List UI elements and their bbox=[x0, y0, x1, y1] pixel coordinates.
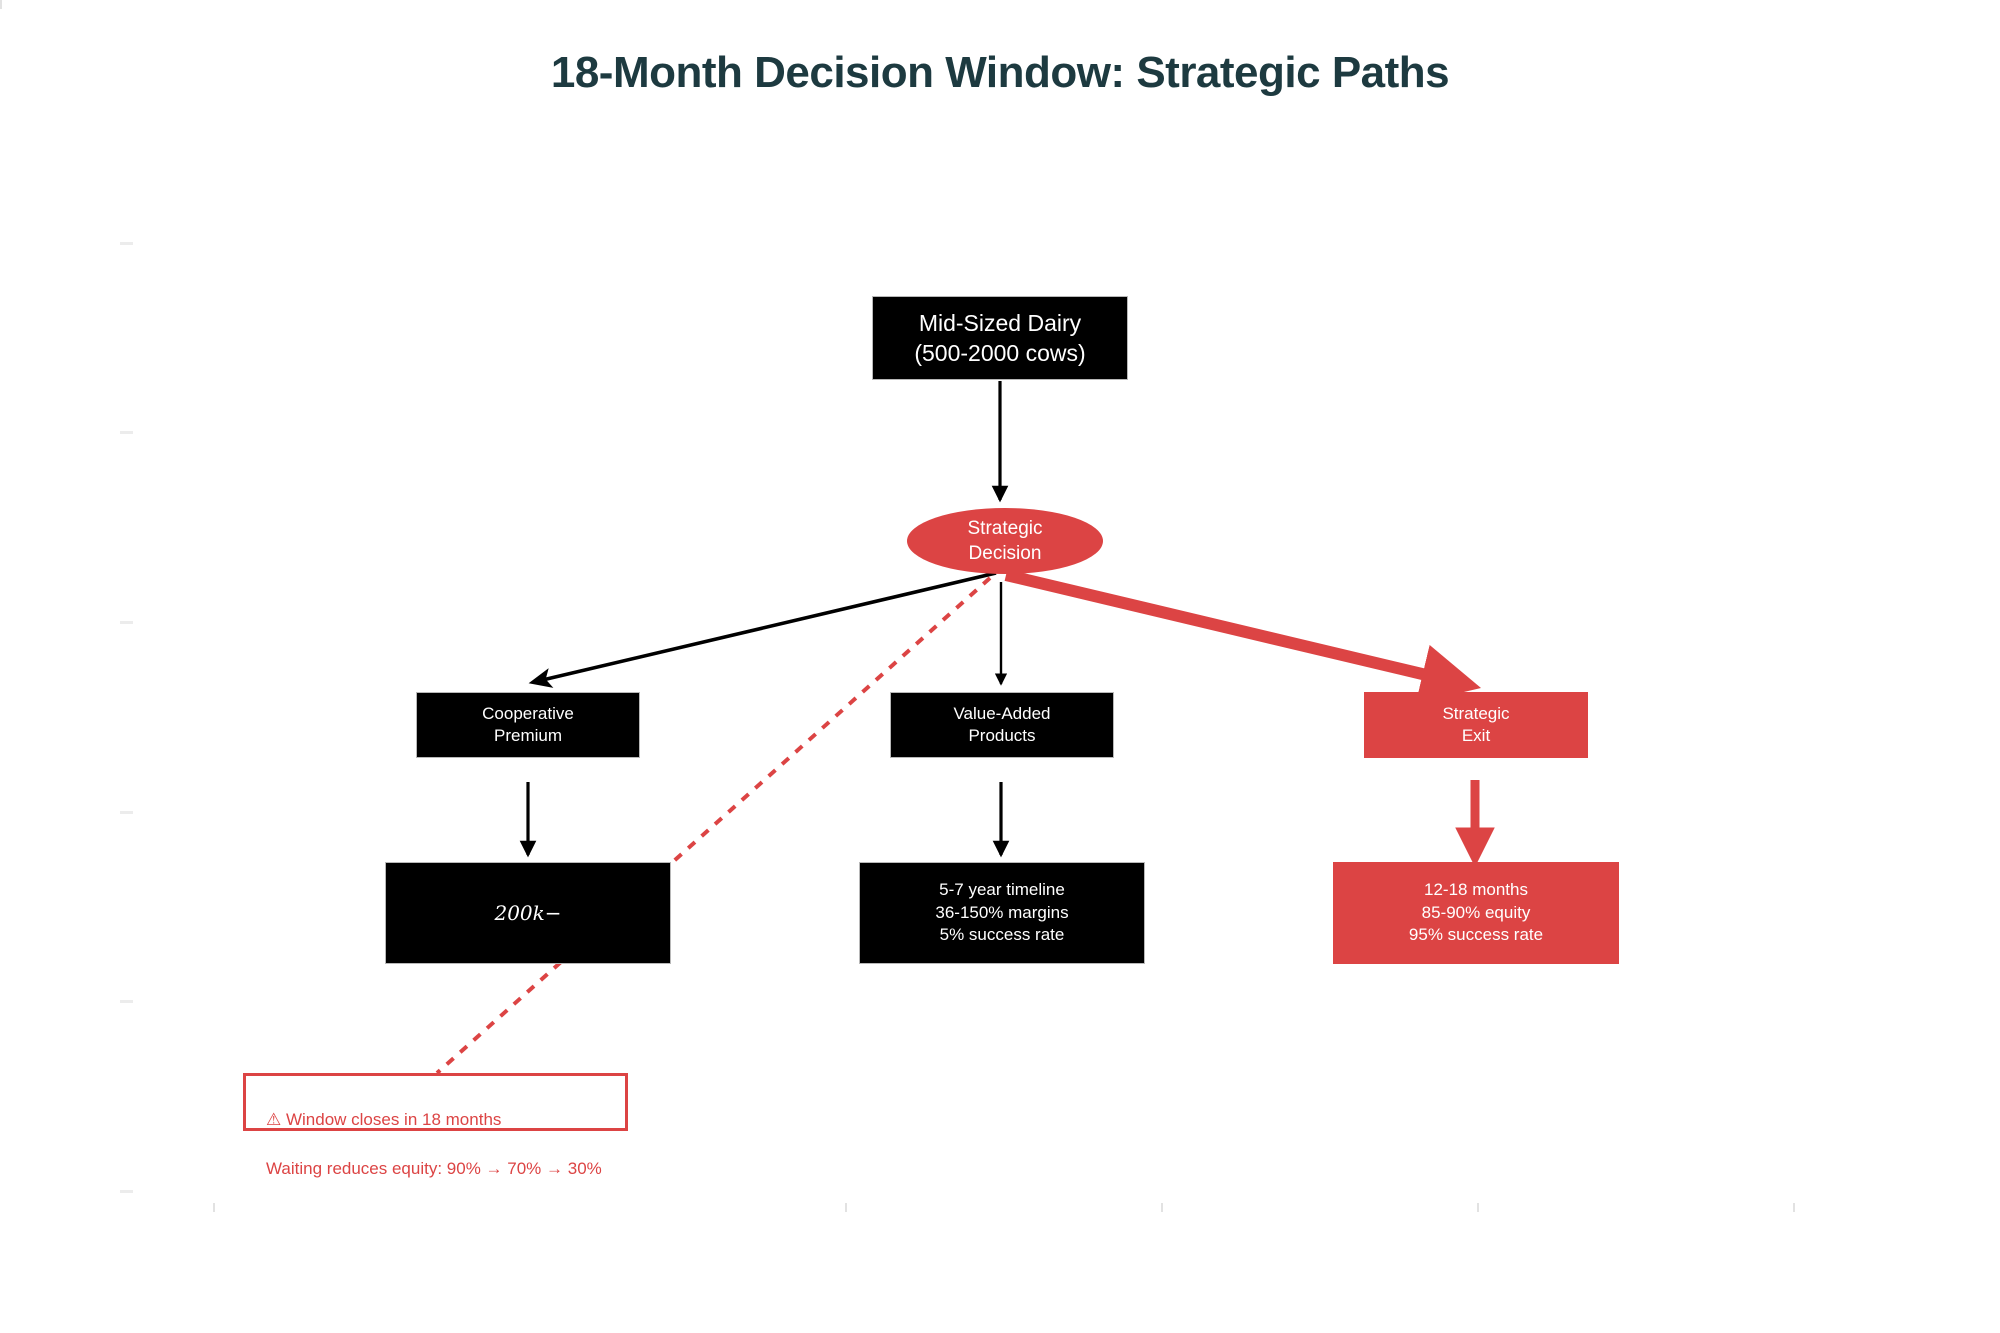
axis-tick-left bbox=[120, 431, 133, 434]
axis-tick-bottom bbox=[0, 0, 2, 9]
node-strategic-exit[interactable]: Strategic Exit bbox=[1364, 692, 1588, 758]
edge-decision-to-exit bbox=[1004, 569, 1482, 704]
axis-tick-bottom bbox=[1793, 1203, 1795, 1212]
edge-decision-to-warning bbox=[435, 576, 992, 1075]
warning-line-2: Waiting reduces equity: 90% → 70% → 30% bbox=[266, 1158, 602, 1178]
axis-tick-bottom bbox=[213, 1203, 215, 1212]
coop-detail-text: 200k− bbox=[494, 900, 562, 925]
node-mid-sized-dairy[interactable]: Mid-Sized Dairy (500-2000 cows) bbox=[872, 296, 1128, 380]
edge-decision-to-coop bbox=[528, 571, 997, 688]
warning-callout[interactable]: ⚠ Window closes in 18 months Waiting red… bbox=[243, 1073, 628, 1178]
axis-tick-left bbox=[120, 242, 133, 245]
axis-tick-left bbox=[120, 621, 133, 624]
axis-tick-bottom bbox=[1161, 1203, 1163, 1212]
node-value-added-products[interactable]: Value-Added Products bbox=[890, 692, 1114, 758]
node-value-added-products-detail[interactable]: 5-7 year timeline 36-150% margins 5% suc… bbox=[859, 862, 1145, 964]
node-strategic-decision[interactable]: Strategic Decision bbox=[907, 508, 1103, 574]
axis-tick-bottom bbox=[845, 1203, 847, 1212]
warning-line-1: ⚠ Window closes in 18 months bbox=[266, 1109, 502, 1129]
page-title: 18-Month Decision Window: Strategic Path… bbox=[550, 48, 1450, 97]
node-strategic-exit-detail[interactable]: 12-18 months 85-90% equity 95% success r… bbox=[1333, 862, 1619, 964]
axis-tick-left bbox=[120, 811, 133, 814]
axis-tick-left bbox=[120, 1190, 133, 1193]
axis-tick-left bbox=[120, 1000, 133, 1003]
node-cooperative-premium[interactable]: Cooperative Premium bbox=[416, 692, 640, 758]
axis-tick-bottom bbox=[1477, 1203, 1479, 1212]
node-cooperative-premium-detail[interactable]: 200k− bbox=[385, 862, 671, 964]
